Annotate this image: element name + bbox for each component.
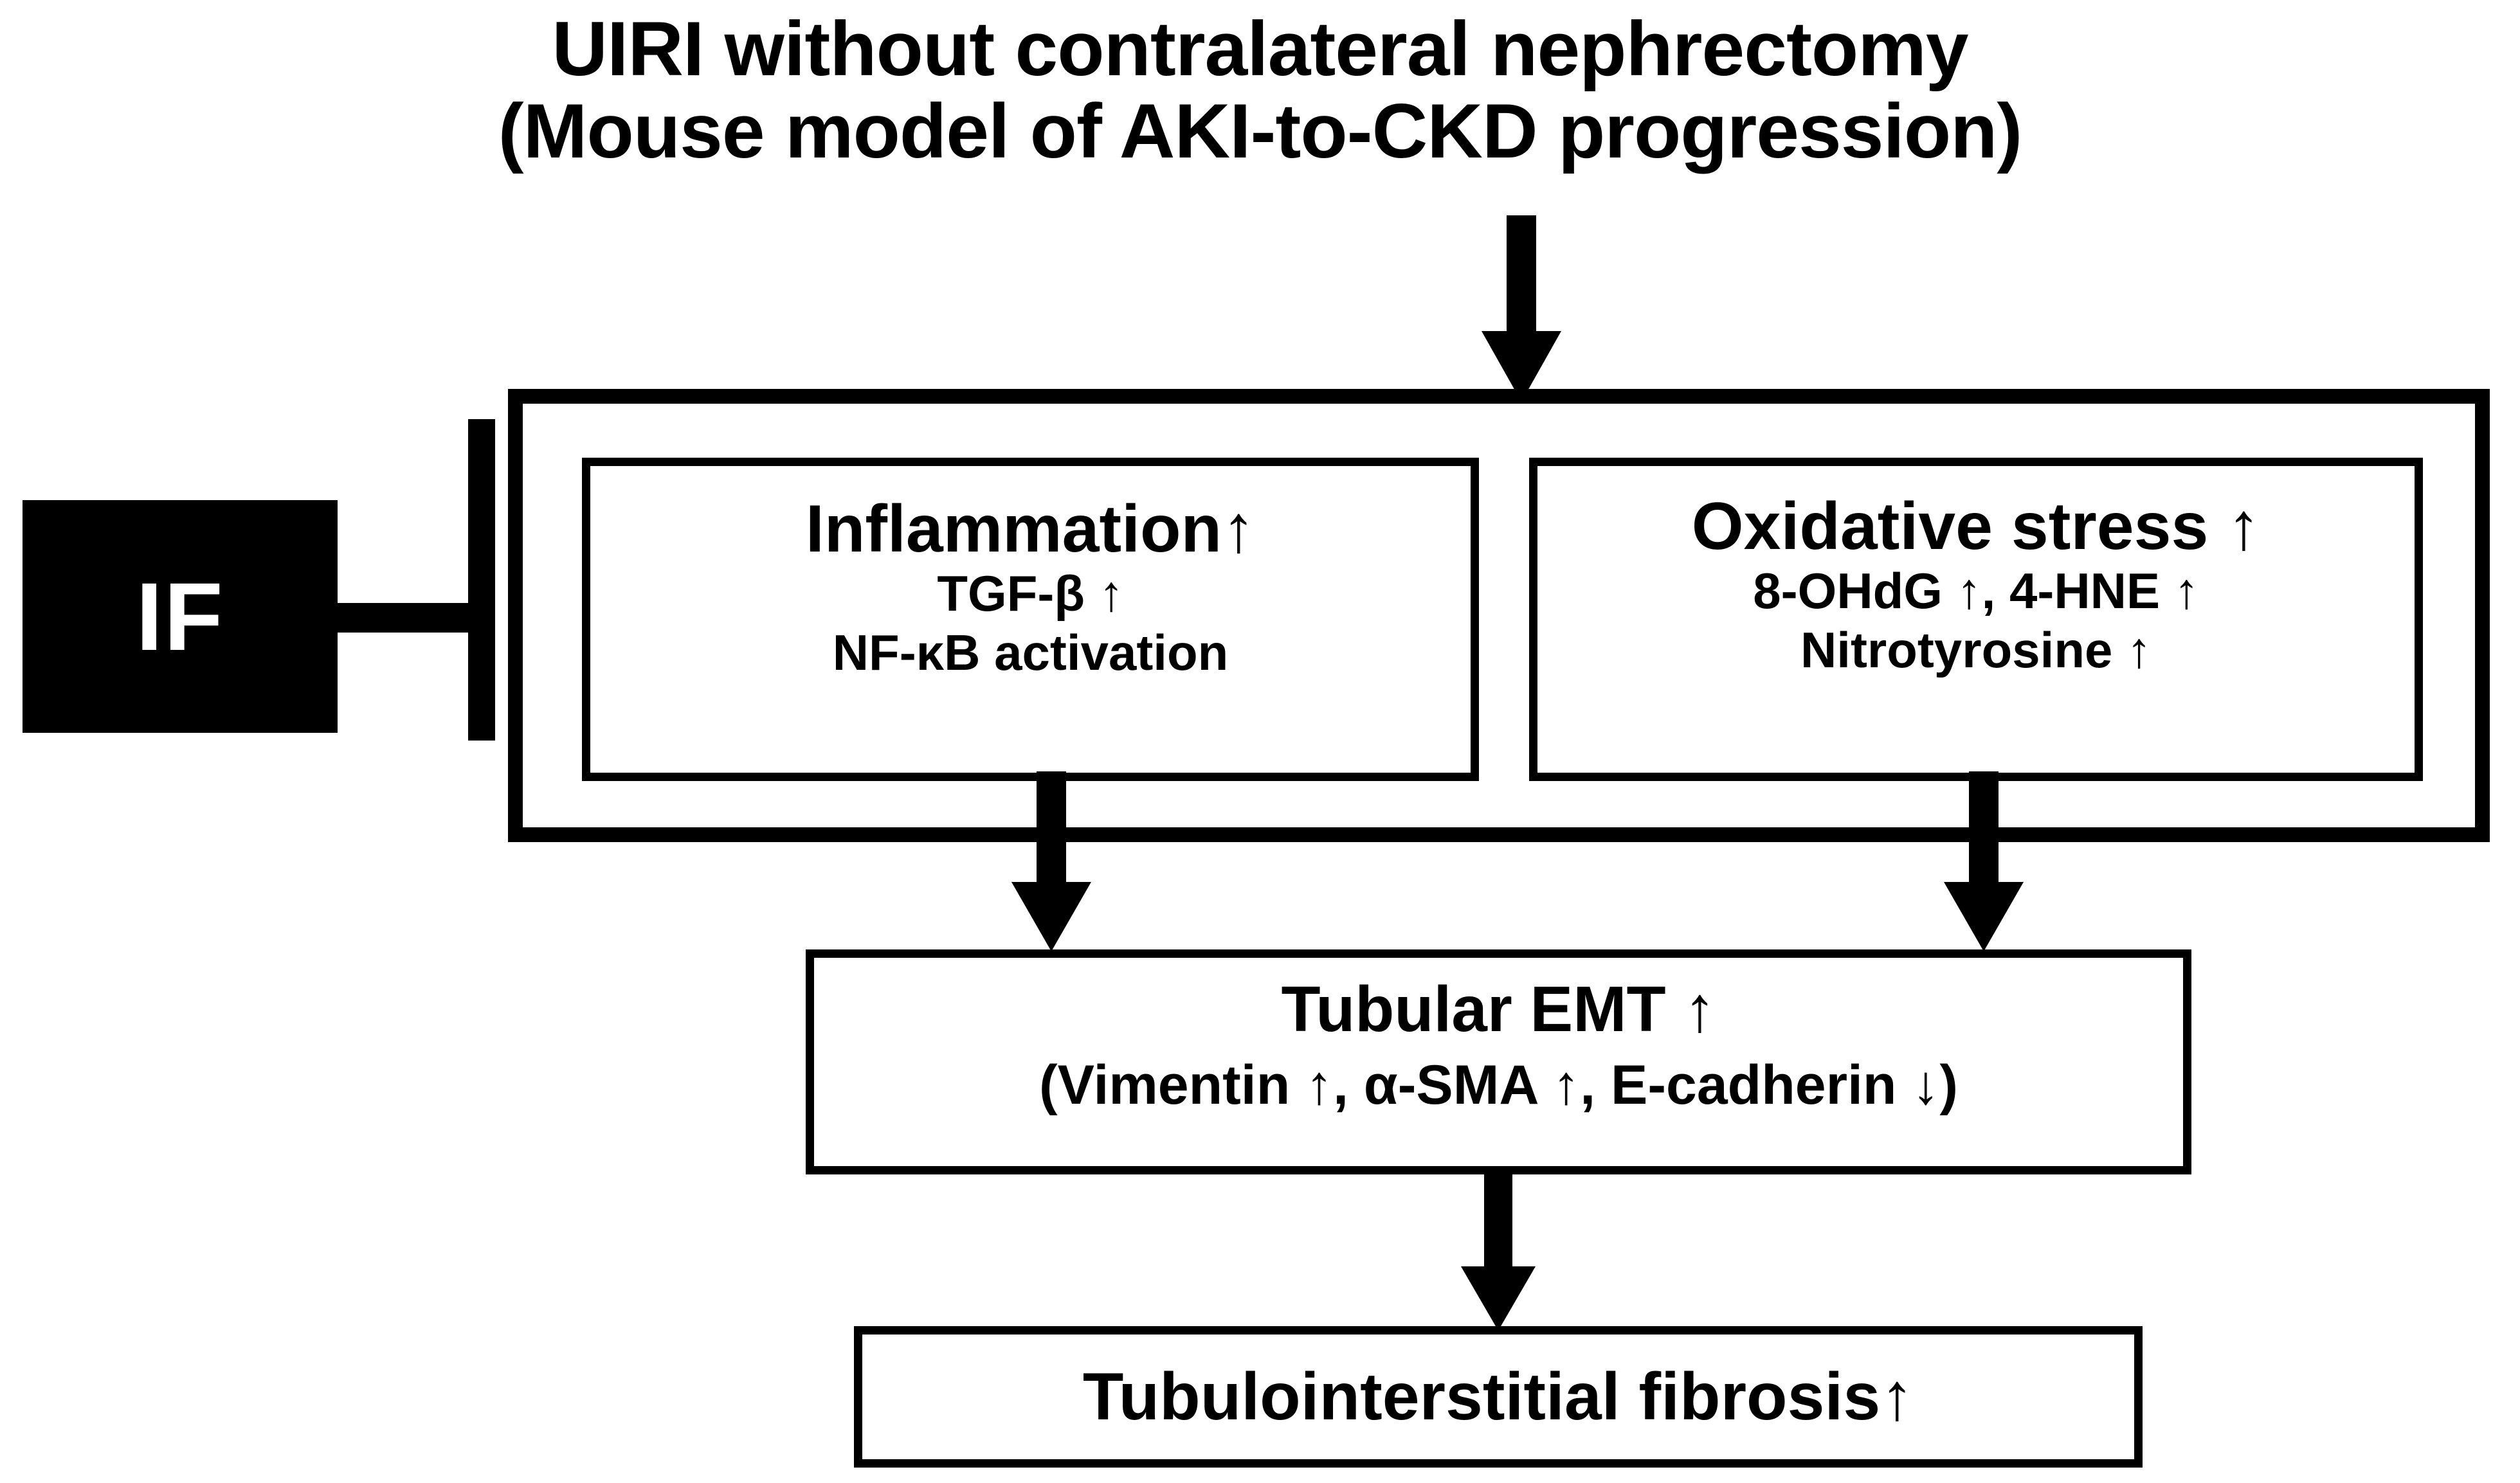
title-line-2: (Mouse model of AKI-to-CKD progression) xyxy=(498,88,2023,174)
inflammation-box: Inflammation↑ TGF-β ↑ NF-κB activation xyxy=(582,458,1479,781)
title-line-1: UIRI without contralateral nephrectomy xyxy=(552,6,1968,92)
fibrosis-header: Tubulointerstitial fibrosis↑ xyxy=(1082,1360,1914,1434)
arrow-head xyxy=(1011,882,1091,951)
arrow-shaft xyxy=(1507,215,1536,337)
emt-sub-1: (Vimentin ↑, α-SMA ↑, E-cadherin ↓) xyxy=(1039,1054,1958,1116)
arrow-emt-to-fibrosis xyxy=(1450,1167,1546,1334)
inflammation-header: Inflammation↑ xyxy=(805,492,1256,566)
arrow-inflammation-to-emt xyxy=(1003,771,1100,955)
if-inhibitor-box: IF xyxy=(23,500,338,733)
page-title: UIRI without contralateral nephrectomy (… xyxy=(0,8,2520,172)
inhibition-connector-stem xyxy=(338,603,489,633)
inflammation-sub-2: NF-κB activation xyxy=(832,624,1229,681)
arrow-head xyxy=(1461,1266,1536,1331)
inhibition-tbar-icon xyxy=(468,419,495,741)
arrow-shaft xyxy=(1484,1167,1512,1273)
tubulointerstitial-fibrosis-box: Tubulointerstitial fibrosis↑ xyxy=(854,1326,2143,1468)
oxidative-header: Oxidative stress ↑ xyxy=(1691,489,2261,564)
arrow-shaft xyxy=(1037,771,1066,890)
emt-header: Tubular EMT ↑ xyxy=(1281,973,1716,1045)
arrow-shaft xyxy=(1969,771,1999,890)
oxidative-sub-2: Nitrotyrosine ↑ xyxy=(1800,622,2152,678)
inflammation-sub-1: TGF-β ↑ xyxy=(937,565,1124,622)
if-label: IF xyxy=(136,562,224,670)
tubular-emt-box: Tubular EMT ↑ (Vimentin ↑, α-SMA ↑, E-ca… xyxy=(806,949,2191,1174)
arrow-head xyxy=(1944,882,2024,951)
oxidative-stress-box: Oxidative stress ↑ 8-OHdG ↑, 4-HNE ↑ Nit… xyxy=(1529,458,2423,781)
arrow-title-to-mechanisms xyxy=(1473,215,1570,402)
oxidative-sub-1: 8-OHdG ↑, 4-HNE ↑ xyxy=(1753,562,2199,619)
arrow-oxidative-to-emt xyxy=(1935,771,2032,955)
